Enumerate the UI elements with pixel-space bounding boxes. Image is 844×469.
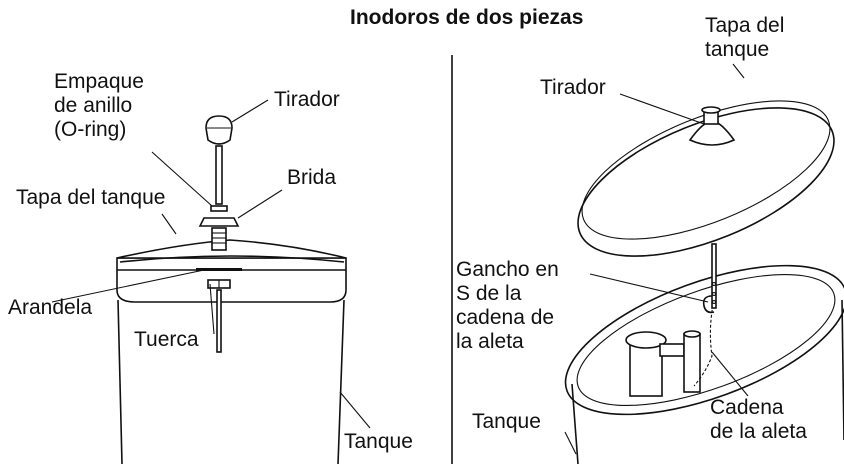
left-tank [117, 299, 345, 465]
right-leaders [564, 63, 749, 455]
label-tanque-right: Tanque [472, 410, 541, 433]
label-tirador-right: Tirador [540, 76, 606, 99]
label-tapa-tanque-right: Tapa del tanque [705, 14, 785, 61]
label-tapa-tanque-left: Tapa del tanque [16, 186, 166, 209]
label-cadena-aleta: Cadena de la aleta [710, 396, 807, 443]
label-brida: Brida [287, 166, 337, 189]
right-tank [564, 243, 844, 465]
label-gancho-s: Gancho en S de la cadena de la aleta [456, 258, 559, 353]
label-tirador-left: Tirador [274, 88, 340, 111]
label-empaque-anillo: Empaque de anillo (O-ring) [54, 70, 144, 141]
label-tanque-left: Tanque [344, 430, 413, 453]
diagram-title: Inodoros de dos piezas [350, 6, 584, 29]
left-leaders [51, 99, 371, 429]
left-tank-lid [116, 239, 347, 303]
left-handle [198, 115, 240, 353]
right-tank-lid [577, 100, 835, 257]
label-arandela: Arandela [8, 296, 93, 319]
label-tuerca: Tuerca [134, 328, 199, 351]
